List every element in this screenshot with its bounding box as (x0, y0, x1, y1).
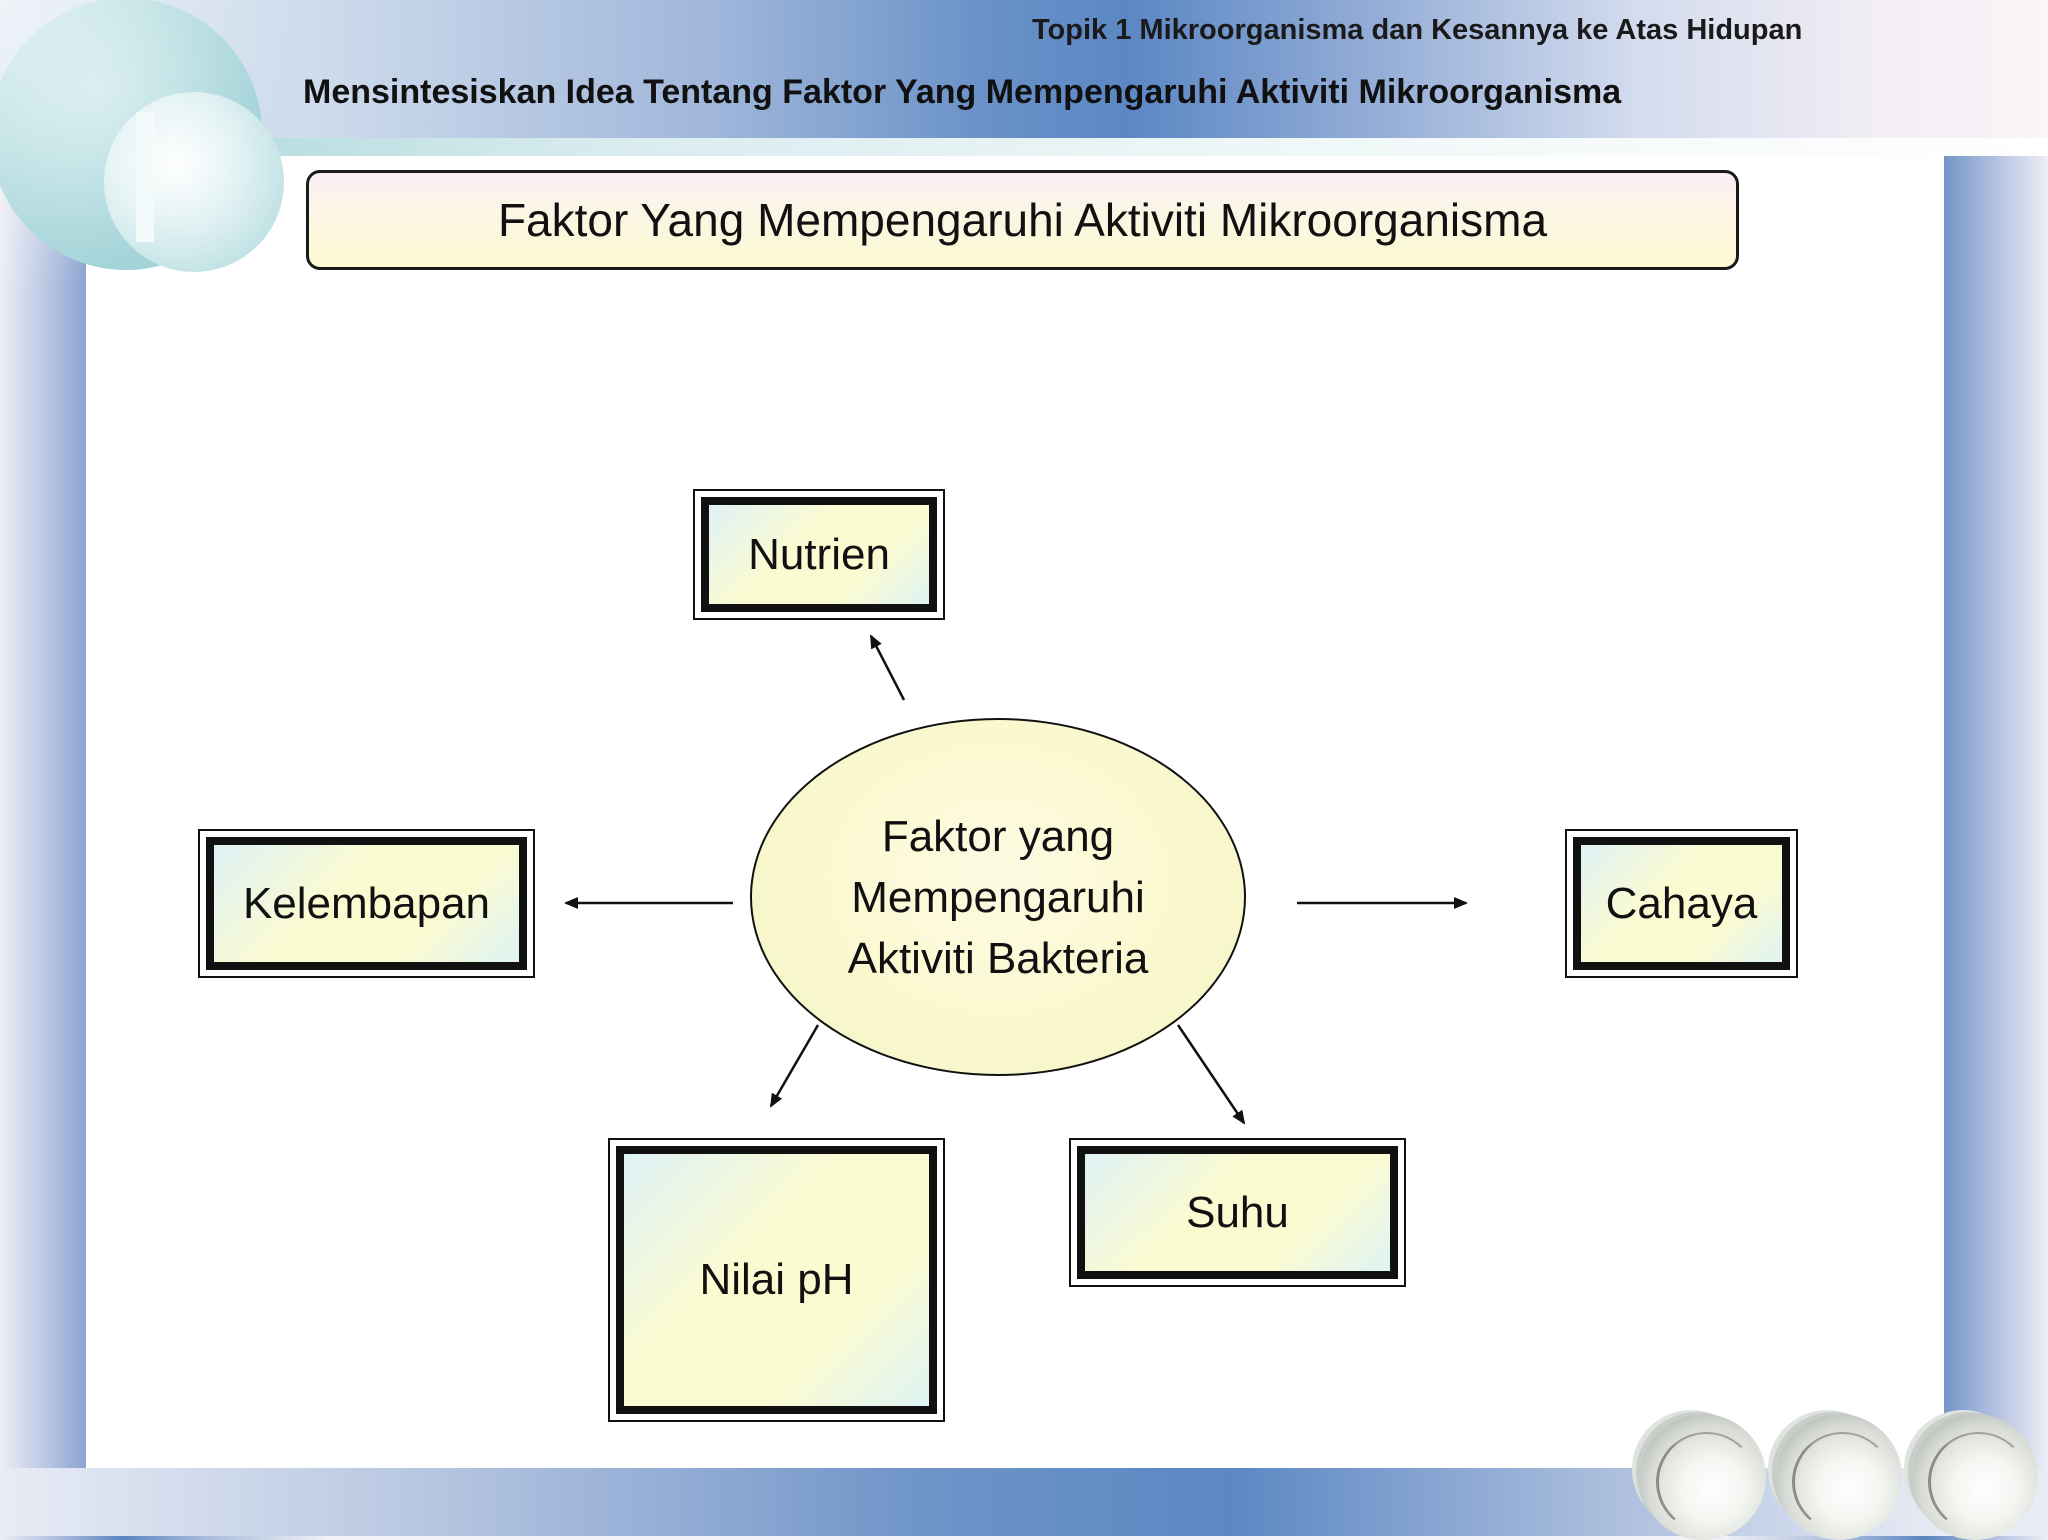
header-divider (0, 138, 2048, 156)
topic-label: Topik 1 Mikroorganisma dan Kesannya ke A… (1032, 14, 1803, 46)
center-concept: Faktor yang Mempengaruhi Aktiviti Bakter… (750, 718, 1246, 1076)
center-concept-label: Faktor yang Mempengaruhi Aktiviti Bakter… (847, 811, 1149, 983)
arrow-to-suhu (1176, 1024, 1246, 1125)
factor-label-cahaya: Cahaya (1605, 878, 1758, 928)
factor-label-kelembapan: Kelembapan (242, 878, 491, 928)
decorative-corner-glow (0, 0, 300, 300)
slide-title-box: Faktor Yang Mempengaruhi Aktiviti Mikroo… (306, 170, 1739, 270)
nav-button-1-icon[interactable] (1640, 1414, 1766, 1540)
factor-box-cahaya: Cahaya (1565, 829, 1798, 978)
factor-label-nutrien: Nutrien (748, 529, 890, 579)
nav-button-3-icon[interactable] (1912, 1414, 2038, 1540)
arrow-to-nutrien (869, 634, 906, 701)
factor-box-suhu: Suhu (1069, 1138, 1406, 1287)
slide-subtitle: Mensintesiskan Idea Tentang Faktor Yang … (303, 73, 1622, 111)
slide-title: Faktor Yang Mempengaruhi Aktiviti Mikroo… (497, 194, 1548, 246)
factor-box-nutrien: Nutrien (693, 489, 945, 620)
arrow-to-nilai-ph (769, 1024, 820, 1108)
factor-label-nilai-ph: Nilai pH (699, 1255, 854, 1304)
factor-box-nilai-ph: Nilai pH (608, 1138, 945, 1422)
header-band (0, 0, 2048, 138)
nav-button-2-icon[interactable] (1776, 1414, 1902, 1540)
factor-box-kelembapan: Kelembapan (198, 829, 535, 978)
factor-label-suhu: Suhu (1186, 1187, 1289, 1237)
